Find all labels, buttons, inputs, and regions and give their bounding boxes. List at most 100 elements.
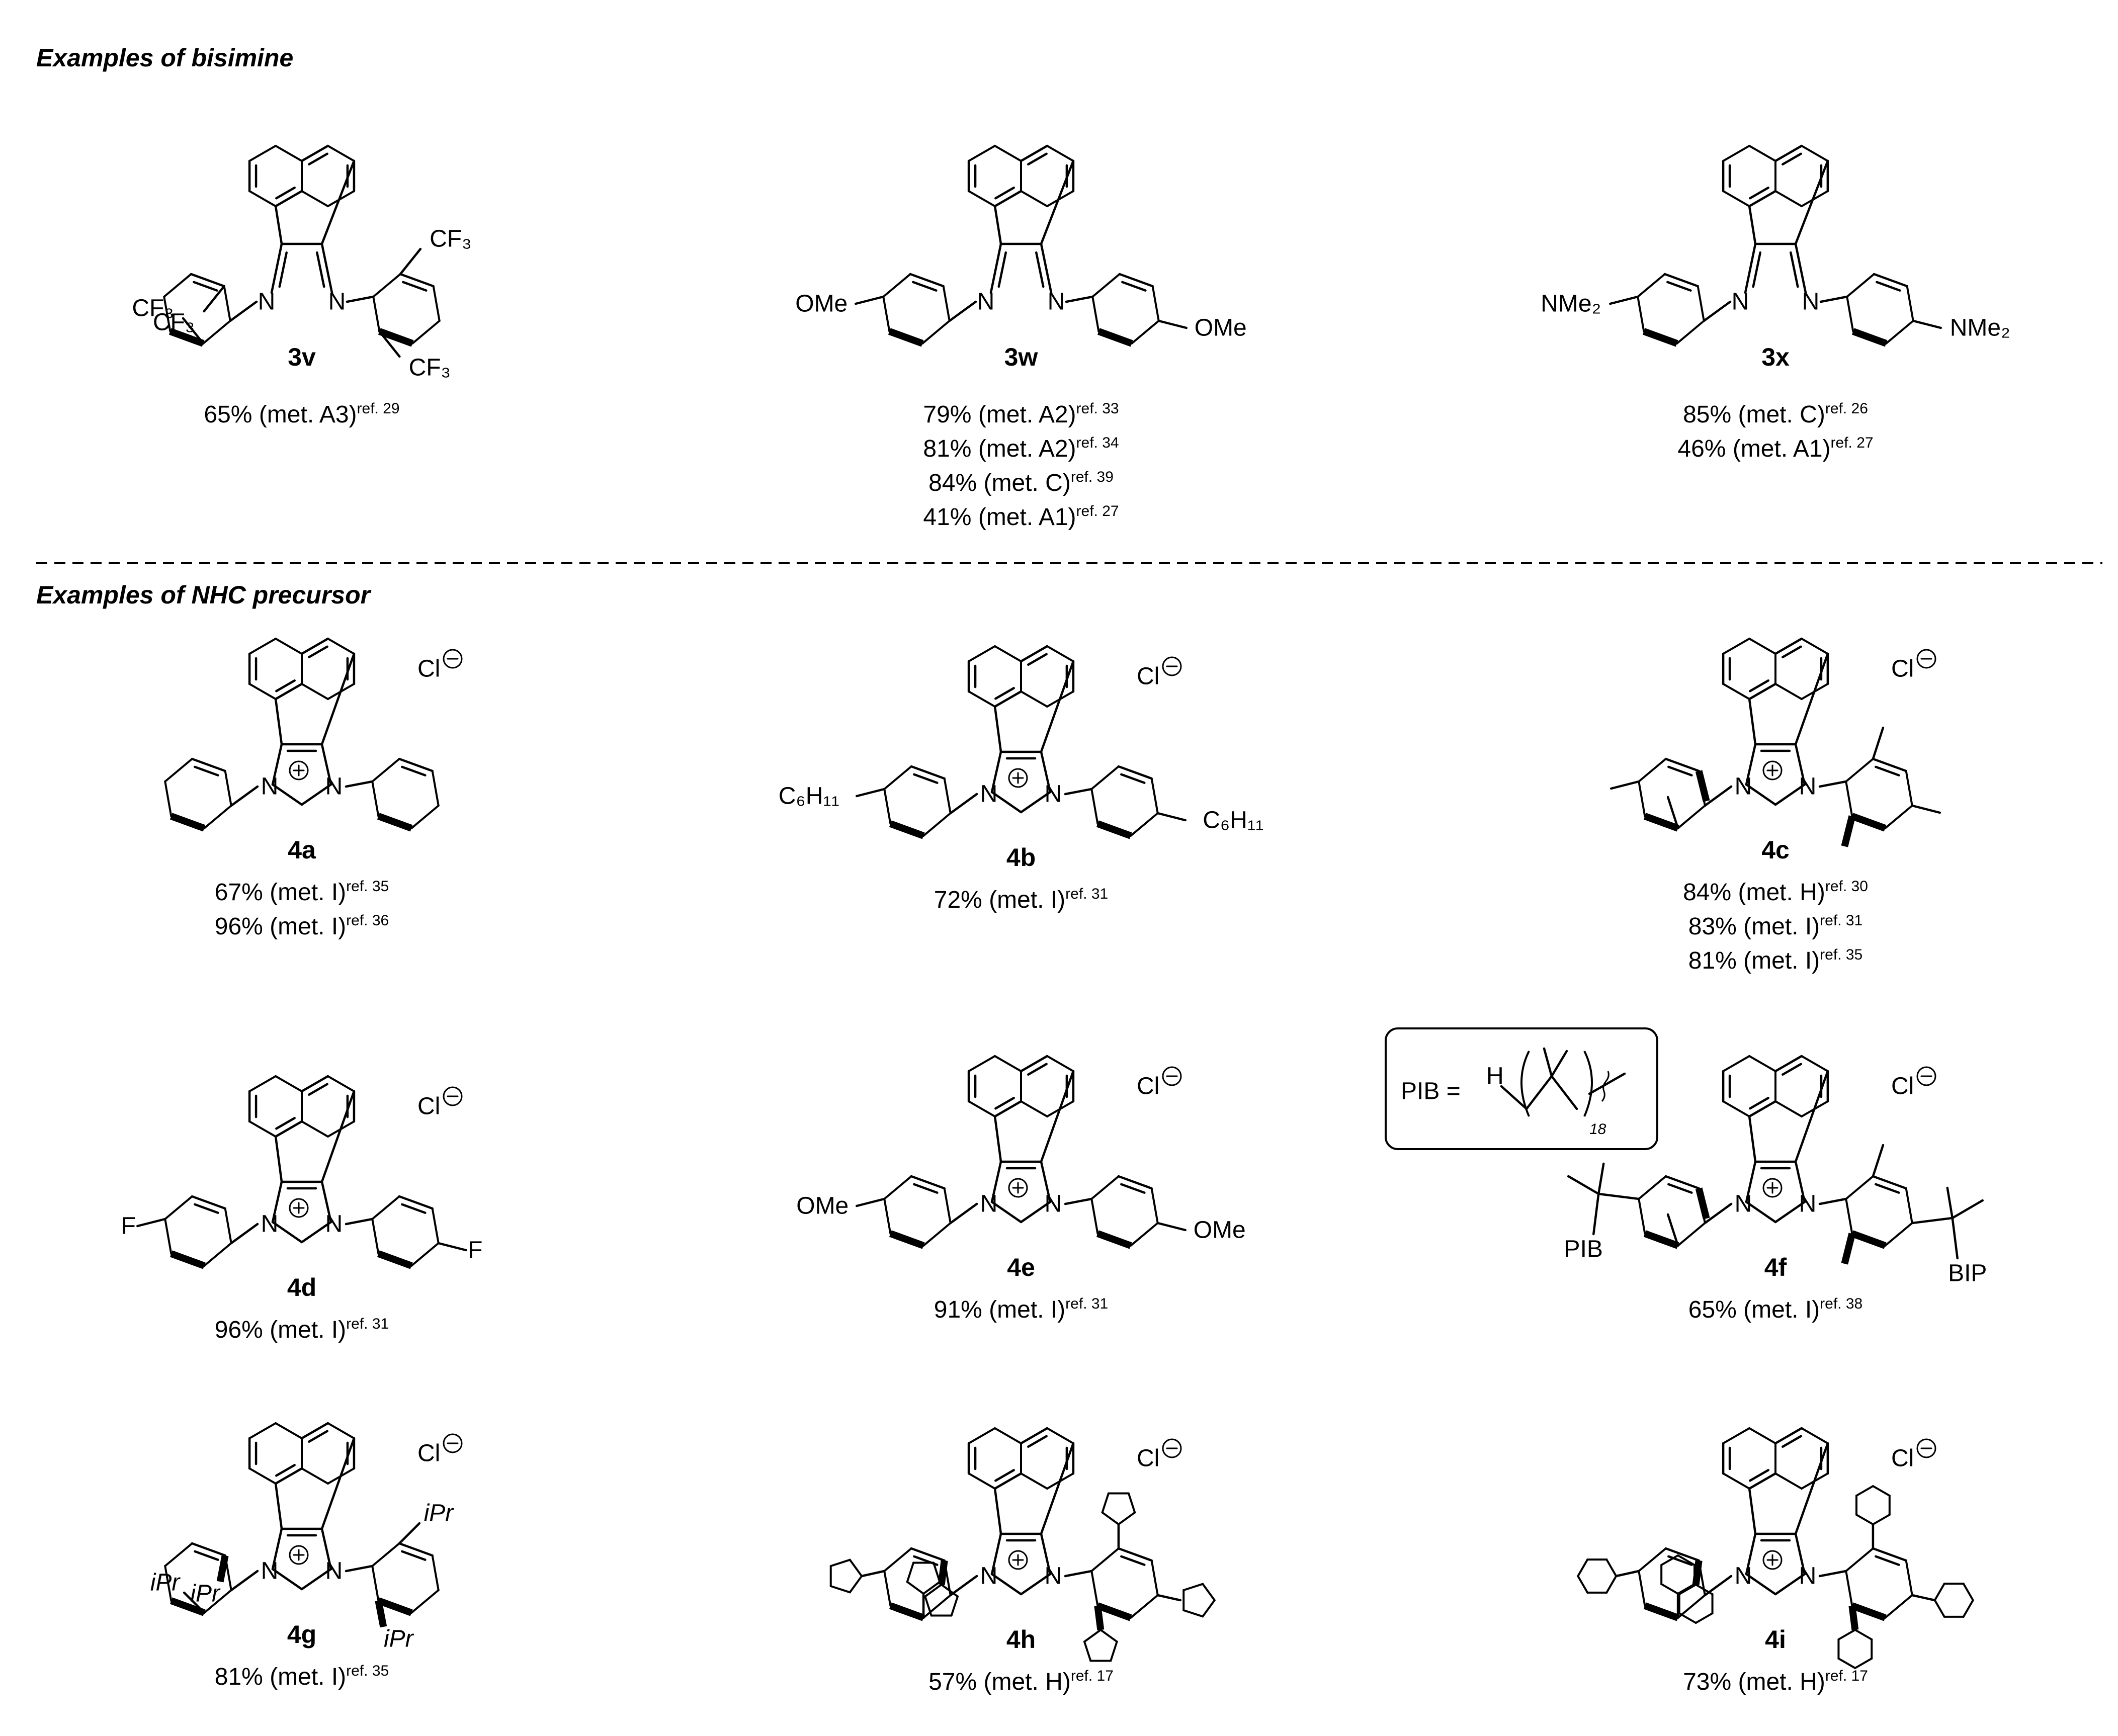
minus-charge [1916, 1438, 1936, 1458]
plus-charge [1762, 1550, 1783, 1570]
bond [1637, 295, 1645, 332]
plus-charge [1008, 1550, 1028, 1570]
bond [1150, 1187, 1159, 1225]
bond [910, 1547, 946, 1562]
bond [274, 205, 283, 245]
bond [1845, 758, 1874, 783]
yield-ref: ref. 31 [1820, 912, 1862, 929]
bond [398, 1522, 421, 1545]
bold-bond [1850, 1230, 1887, 1249]
yield-text: 57% (met. H) [928, 1669, 1071, 1695]
bold-bond [1850, 813, 1887, 832]
bond [300, 783, 332, 806]
bond [224, 770, 232, 807]
bond [398, 757, 434, 772]
bond [968, 1472, 996, 1490]
bond [1748, 698, 1757, 746]
bond [1745, 783, 1777, 806]
yield-text: 84% (met. C) [928, 470, 1071, 496]
bond [1745, 1573, 1777, 1596]
bond [274, 1482, 283, 1530]
plus-charge [1008, 1178, 1028, 1198]
bond [1083, 1640, 1092, 1662]
bond [1608, 295, 1639, 305]
bond [1020, 690, 1048, 708]
bond [829, 1558, 851, 1568]
bond [1615, 1570, 1640, 1578]
bond [1873, 273, 1908, 288]
bond [1774, 1427, 1803, 1445]
yield-ref: ref. 31 [1065, 1295, 1108, 1312]
bond [271, 783, 303, 806]
isopropyl-label: iPr [150, 1569, 181, 1596]
bond [1121, 281, 1147, 292]
chloride-label: Cl [417, 1440, 440, 1467]
bond [1794, 652, 1829, 746]
bond [1117, 1547, 1153, 1562]
bond [1748, 1100, 1777, 1118]
bond [300, 144, 329, 162]
bond [1722, 1472, 1751, 1490]
bond [1638, 1175, 1667, 1200]
bold-bond [1695, 770, 1710, 802]
bond [320, 1090, 356, 1183]
bond [230, 785, 259, 807]
nitrogen-label: N [258, 289, 276, 315]
bond [191, 1542, 226, 1557]
bond [1872, 757, 1907, 772]
bond [194, 1550, 219, 1561]
bond [371, 1195, 400, 1220]
bond [1800, 1055, 1829, 1072]
bond [994, 645, 1022, 662]
repeat-bracket-left [1520, 1051, 1530, 1117]
bond [1666, 796, 1679, 830]
plus-charge [1008, 768, 1028, 788]
bond [203, 1589, 232, 1614]
bond [1951, 1199, 1984, 1220]
bond [1704, 785, 1733, 807]
bond [922, 1581, 941, 1595]
bond [1800, 1427, 1829, 1444]
yield-text: 41% (met. A1) [923, 504, 1076, 531]
bond [1933, 1583, 1945, 1602]
bond [1933, 1599, 1945, 1618]
bond [274, 1120, 303, 1138]
bond [1065, 295, 1094, 303]
yield-line: 57% (met. H)ref. 17 [928, 1668, 1114, 1695]
bold-bond [375, 1600, 387, 1628]
bond [1748, 638, 1776, 655]
yield-ref: ref. 33 [1076, 400, 1119, 417]
bold-bond [170, 813, 206, 832]
bond [1666, 1213, 1679, 1247]
bond [275, 1075, 303, 1092]
wavy-bond [1601, 1071, 1609, 1102]
bond [1567, 1175, 1600, 1195]
bond [163, 273, 192, 298]
bond [990, 791, 1023, 814]
bond [372, 295, 381, 332]
bond [1609, 780, 1640, 790]
bond [271, 1568, 303, 1591]
bond [1749, 1468, 1769, 1482]
nitrogen-label: N [261, 1211, 279, 1238]
bond [1090, 1547, 1120, 1572]
bond [1790, 251, 1799, 288]
bond [1664, 1547, 1700, 1562]
bond [1605, 1575, 1618, 1594]
bond [1845, 1197, 1853, 1235]
bond [1748, 1115, 1757, 1163]
bond [411, 320, 441, 344]
bond [300, 1568, 332, 1591]
bond [431, 770, 440, 807]
compound-number: 4e [1007, 1253, 1035, 1281]
bond [194, 765, 219, 776]
bond [1046, 645, 1074, 662]
bond [275, 1116, 296, 1130]
bond [1845, 780, 1853, 817]
pib-box-frame [1385, 1027, 1658, 1150]
bond [346, 295, 375, 303]
yield-ref: ref. 34 [1076, 435, 1119, 451]
